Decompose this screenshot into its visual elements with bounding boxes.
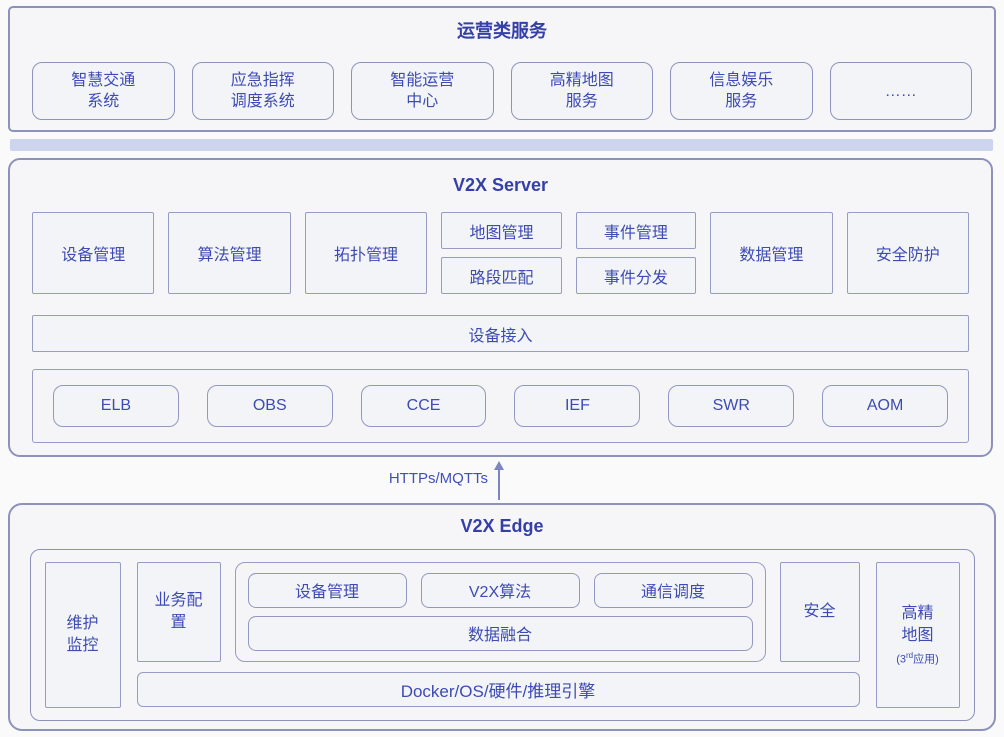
service-hd-map: 高精地图 服务 <box>510 62 653 120</box>
edge-platform-bar: Docker/OS/硬件/推理引擎 <box>136 672 860 707</box>
edge-middle-column: 业务配 置 设备管理 V2X算法 通信调度 数据融合 安全 Docker/OS/… <box>136 562 860 708</box>
edge-data-fusion-bar: 数据融合 <box>247 615 753 651</box>
arrow-line <box>498 470 500 500</box>
device-access-bar: 设备接入 <box>32 315 969 352</box>
edge-device-management: 设备管理 <box>247 573 407 608</box>
v2x-edge-title: V2X Edge <box>460 516 544 536</box>
service-intelligent-operation-center: 智能运营 中心 <box>351 62 494 120</box>
architecture-diagram: 运营类服务 智慧交通 系统 应急指挥 调度系统 智能运营 中心 高精地图 服务 … <box>8 6 996 132</box>
edge-business-config: 业务配 置 <box>136 562 221 662</box>
module-event-management: 事件管理 <box>575 212 697 249</box>
service-emergency-dispatch: 应急指挥 调度系统 <box>191 62 334 120</box>
edge-communication-scheduling: 通信调度 <box>593 573 753 608</box>
operations-services-title: 运营类服务 <box>457 21 547 41</box>
module-data-management: 数据管理 <box>710 212 833 294</box>
section-separator-bar <box>10 139 993 151</box>
cloud-service-cce: CCE <box>360 385 487 427</box>
edge-v2x-algorithm: V2X算法 <box>420 573 580 608</box>
server-module-row: 设备管理 算法管理 拓扑管理 地图管理 路段匹配 事件管理 事件分发 数据管理 … <box>32 212 969 294</box>
v2x-server-title: V2X Server <box>452 175 549 195</box>
up-arrow-icon <box>494 461 504 500</box>
module-security-protection: 安全防护 <box>846 212 969 294</box>
module-algorithm-management: 算法管理 <box>168 212 291 294</box>
module-stack-map: 地图管理 路段匹配 <box>441 212 562 294</box>
service-ellipsis: …… <box>829 62 972 120</box>
cloud-services-container: ELB OBS CCE IEF SWR AOM <box>32 369 969 443</box>
module-device-management: 设备管理 <box>32 212 155 294</box>
edge-hd-map-label: 高精 地图 <box>901 605 934 645</box>
edge-core-group: 设备管理 V2X算法 通信调度 数据融合 <box>234 562 766 662</box>
edge-core-row: 设备管理 V2X算法 通信调度 <box>247 573 753 608</box>
cloud-service-aom: AOM <box>822 385 948 427</box>
cloud-service-swr: SWR <box>668 385 795 427</box>
edge-hd-map: 高精 地图 (3rd应用) <box>875 562 960 708</box>
module-stack-event: 事件管理 事件分发 <box>575 212 697 294</box>
cloud-service-elb: ELB <box>53 385 179 427</box>
edge-middle-top-row: 业务配 置 设备管理 V2X算法 通信调度 数据融合 安全 <box>136 562 860 662</box>
module-topology-management: 拓扑管理 <box>304 212 428 294</box>
protocol-label: HTTPs/MQTTs <box>388 470 488 487</box>
edge-hd-map-sub: (3rd应用) <box>896 651 939 666</box>
service-infotainment: 信息娱乐 服务 <box>670 62 813 120</box>
operations-services-row: 智慧交通 系统 应急指挥 调度系统 智能运营 中心 高精地图 服务 信息娱乐 服… <box>32 62 972 120</box>
edge-security: 安全 <box>779 562 860 662</box>
edge-maintenance-monitoring: 维护 监控 <box>44 562 121 708</box>
service-smart-traffic: 智慧交通 系统 <box>32 62 175 120</box>
operations-services-section: 运营类服务 智慧交通 系统 应急指挥 调度系统 智能运营 中心 高精地图 服务 … <box>8 6 996 132</box>
module-event-distribution: 事件分发 <box>575 257 697 294</box>
edge-inner-container: 维护 监控 业务配 置 设备管理 V2X算法 通信调度 数据融合 安全 Dock… <box>29 549 975 721</box>
server-edge-link: HTTPs/MQTTs <box>0 457 1004 503</box>
v2x-edge-section: V2X Edge 维护 监控 业务配 置 设备管理 V2X算法 通信调度 数据融… <box>8 503 996 731</box>
v2x-server-section: V2X Server 设备管理 算法管理 拓扑管理 地图管理 路段匹配 事件管理… <box>8 158 993 457</box>
arrow-head <box>494 461 504 470</box>
module-road-matching: 路段匹配 <box>441 257 562 294</box>
cloud-service-ief: IEF <box>514 385 641 427</box>
cloud-service-obs: OBS <box>206 385 333 427</box>
module-map-management: 地图管理 <box>441 212 562 249</box>
